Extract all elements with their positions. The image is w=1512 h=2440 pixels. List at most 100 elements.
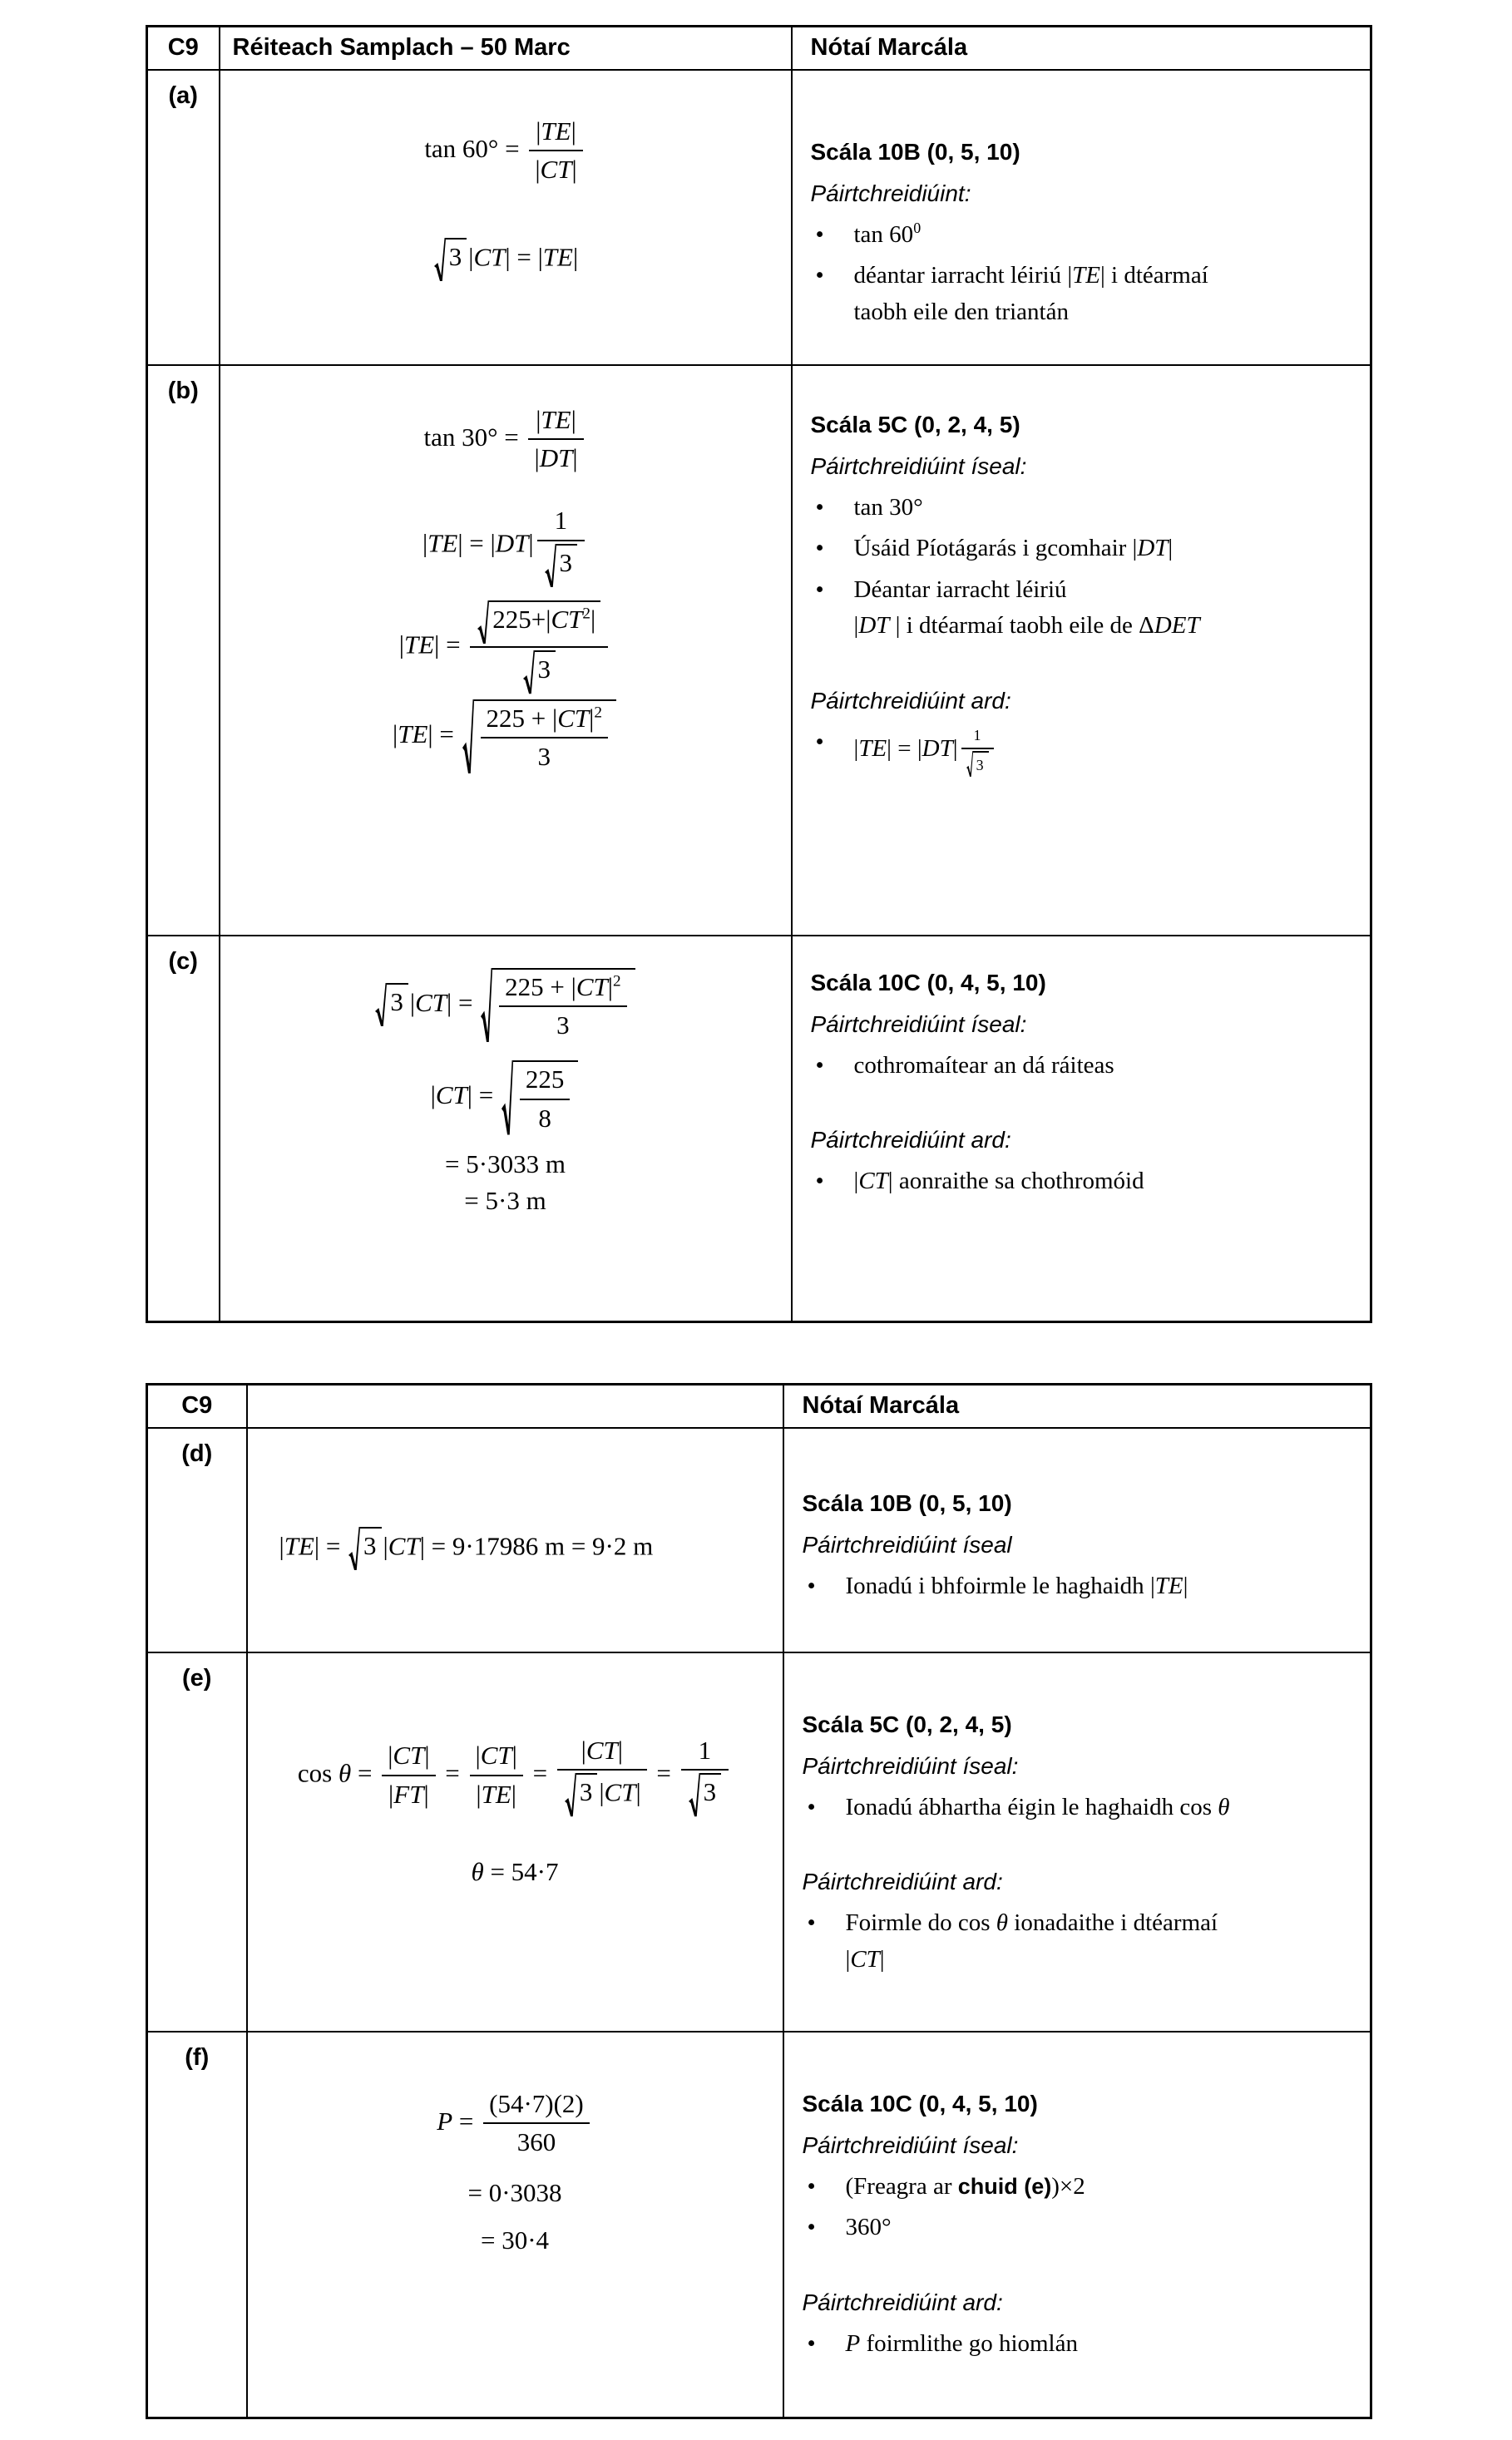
math-text: |: [887, 1168, 893, 1194]
note-text: aonraithe sa chothromóid: [892, 1168, 1144, 1194]
math-text: cos: [297, 1758, 338, 1788]
note-bullet-item: •Ionadú i bhfoirmle le haghaidh |TE|: [803, 1568, 1359, 1605]
math-text: |: [468, 242, 474, 272]
note-text: déantar iarracht léiriú: [853, 262, 1068, 289]
math-variable: TE: [1154, 1572, 1183, 1599]
math-text: |: [853, 1168, 859, 1194]
math-text: |: [476, 1780, 482, 1810]
bullet-icon: •: [807, 2214, 816, 2240]
math-text: |: [1168, 535, 1174, 561]
denominator: 3|CT|: [557, 1771, 647, 1817]
row-a-label: (a): [146, 68, 220, 366]
radical-icon: [522, 650, 535, 694]
fraction: |CT||FT|: [382, 1740, 436, 1811]
note-text: i dtéarmaí taobh eile de: [900, 612, 1139, 639]
math-text: |: [536, 116, 541, 146]
math-variable: TE: [403, 630, 435, 659]
math-text: |: [635, 1777, 641, 1807]
partial-credit-heading: Páirtchreidiúint íseal: [802, 1531, 1012, 1558]
math-variable: P: [437, 2106, 453, 2136]
radical-icon: [966, 751, 973, 778]
note-bullet-text: 360°: [846, 2210, 1359, 2246]
math-text: |: [581, 1735, 586, 1765]
note-bullet-item: •Ionadú ábhartha éigin le haghaidh cos θ: [803, 1790, 1359, 1826]
row-d-solution-cell: |TE| = 3|CT| = 9·17986 m = 9·2 m: [245, 1426, 784, 1653]
fraction: (54·7)(2)360: [483, 2088, 590, 2160]
denominator: 3: [961, 749, 994, 778]
math-variable: TE: [398, 719, 428, 748]
math-text: 3: [976, 757, 984, 774]
note-bullet-item: •(Freagra ar chuid (e))×2: [803, 2169, 1359, 2205]
fraction: |TE||CT|: [529, 116, 583, 187]
math-variable: θ: [996, 1909, 1009, 1936]
math-variable: CT: [540, 155, 572, 185]
note-bullet-item: •Déantar iarracht léiriú|DT | i dtéarmaí…: [811, 572, 1359, 645]
formula-line: 3|CT| = |TE|: [221, 238, 790, 282]
radicand: 3: [699, 1773, 722, 1816]
math-text: |: [572, 443, 578, 473]
scale-heading: Scála 10B (0, 5, 10): [802, 1489, 1012, 1516]
bullet-icon: •: [807, 2172, 816, 2200]
math-text: 3: [559, 547, 573, 577]
note-bullet-item: •|CT| aonraithe sa chothromóid: [811, 1163, 1359, 1200]
math-text: 1: [973, 726, 981, 743]
math-text: |: [879, 1945, 885, 1973]
math-superscript: 2: [594, 704, 602, 722]
formula-line: |TE| = 3|CT| = 9·17986 m = 9·2 m: [249, 1526, 782, 1570]
math-variable: TE: [542, 242, 573, 272]
numerator: 225+|CT2|: [470, 600, 609, 649]
math-text: |: [853, 735, 859, 763]
note-bold-text: chuid (e): [957, 2173, 1052, 2199]
note-bullet-text: Ionadú ábhartha éigin le haghaidh cos θ: [846, 1790, 1359, 1826]
note-bullet-text: cothromaítear an dá ráiteas: [854, 1048, 1359, 1084]
notes-spacer: [811, 650, 1359, 688]
math-text: 8: [538, 1103, 551, 1133]
math-variable: CT: [480, 1741, 512, 1771]
note-bullet-item: •cothromaítear an dá ráiteas: [811, 1048, 1359, 1084]
math-text: |: [571, 116, 576, 146]
scale-heading: Scála 10C (0, 4, 5, 10): [810, 969, 1046, 995]
inline-math: |CT|: [846, 1946, 885, 1973]
math-superscript: 0: [913, 219, 922, 236]
math-variable: DT: [858, 612, 890, 639]
math-text: | =: [314, 1530, 348, 1560]
formula-line: tan 60° = |TE||CT|: [221, 116, 790, 187]
note-bullet-item: •tan 30°: [811, 490, 1359, 526]
math-text: = 0·3038: [467, 2178, 562, 2207]
notes-column-header: Nótaí Marcála: [790, 25, 1372, 71]
row-c-label: (c): [146, 934, 220, 1323]
note-bullet-text: Ionadú i bhfoirmle le haghaidh |TE|: [846, 1568, 1359, 1605]
note-text: Úsáid Píotágarás i gcomhair: [853, 535, 1133, 561]
math-text: |: [590, 605, 596, 635]
math-text: |: [1149, 1572, 1155, 1599]
math-variable: TE: [1072, 262, 1100, 289]
partial-credit-heading: Páirtchreidiúint ard:: [802, 1869, 1003, 1894]
math-text: =: [452, 2106, 481, 2136]
numerator: (54·7)(2): [483, 2088, 590, 2125]
math-text: |: [511, 1780, 517, 1810]
fraction: |TE||DT|: [528, 404, 584, 476]
math-text: |: [423, 1780, 429, 1810]
denominator: 3: [537, 541, 585, 588]
radicand: 3: [445, 238, 467, 281]
square-root: 3: [433, 238, 467, 282]
math-text: 225 + |: [486, 703, 558, 733]
denominator: 3: [470, 648, 608, 694]
note-text: Déantar iarracht léiriú: [853, 575, 1067, 603]
inline-math: cos θ: [1179, 1794, 1229, 1820]
note-text: Foirmle do: [845, 1909, 958, 1936]
radical-icon: [544, 543, 556, 588]
note-text: Ionadú i bhfoirmle le haghaidh: [845, 1572, 1150, 1599]
math-text: |: [534, 443, 540, 473]
math-text: 360: [516, 2127, 556, 2157]
row-a: (a) tan 60° = |TE||CT|3|CT| = |TE| Scála…: [146, 68, 1372, 366]
marking-table-abc: C9 Réiteach Samplach – 50 Marc Nótaí Mar…: [146, 25, 1372, 1323]
numerator: |TE|: [528, 404, 584, 441]
